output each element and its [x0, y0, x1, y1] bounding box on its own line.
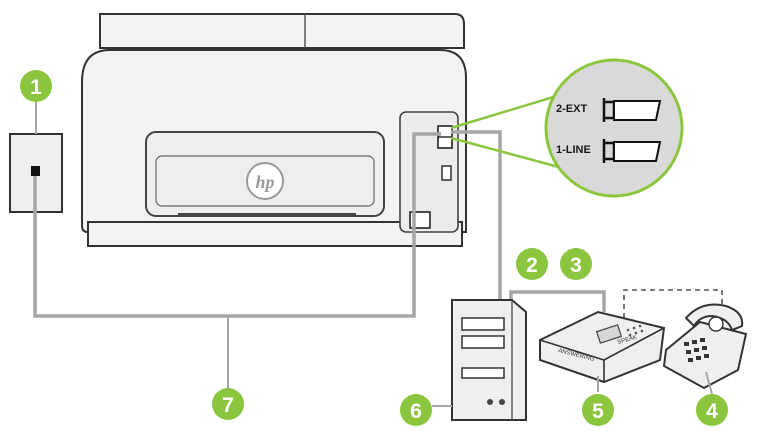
port-label-1-line: 1-LINE	[556, 144, 591, 156]
callout-leaders	[35, 102, 713, 407]
answering-machine-speaker-label: SPEAK	[617, 335, 638, 346]
callout-3: 3	[560, 248, 592, 280]
hp-logo: hp	[246, 162, 284, 200]
svg-text:6: 6	[410, 400, 422, 423]
answering-machine: ANSWERING SPEAK	[539, 310, 666, 384]
svg-text:2: 2	[526, 254, 538, 277]
telephone	[662, 303, 748, 390]
callout-7: 7	[212, 388, 244, 420]
printer-rear-view: hp	[81, 12, 467, 247]
usb-port	[441, 165, 452, 181]
callout-1: 1	[20, 70, 52, 102]
callout-5: 5	[582, 394, 614, 426]
port-label-2-ext: 2-EXT	[556, 103, 587, 115]
cable-wall-to-printer	[33, 132, 441, 318]
svg-text:1: 1	[30, 76, 42, 99]
cable-answering-to-phone	[623, 289, 723, 318]
callout-6: 6	[400, 394, 432, 426]
printer-lid	[99, 13, 465, 49]
svg-text:7: 7	[222, 394, 234, 417]
svg-text:3: 3	[570, 254, 582, 277]
port-1-line-icon	[602, 139, 662, 163]
svg-text:4: 4	[706, 400, 718, 423]
computer-tower	[451, 299, 527, 421]
callout-2: 2	[516, 248, 548, 280]
phone-cables	[33, 90, 606, 318]
port-2-ext-icon	[602, 98, 662, 122]
cable-computer-to-answering	[509, 290, 606, 312]
cable-printer-to-computer	[451, 130, 502, 300]
port-zoom-callout: 2-EXT 1-LINE	[544, 58, 684, 198]
zoom-leader	[450, 90, 571, 172]
svg-text:5: 5	[592, 400, 604, 423]
callout-4: 4	[696, 394, 728, 426]
svg-text:hp: hp	[255, 172, 274, 192]
